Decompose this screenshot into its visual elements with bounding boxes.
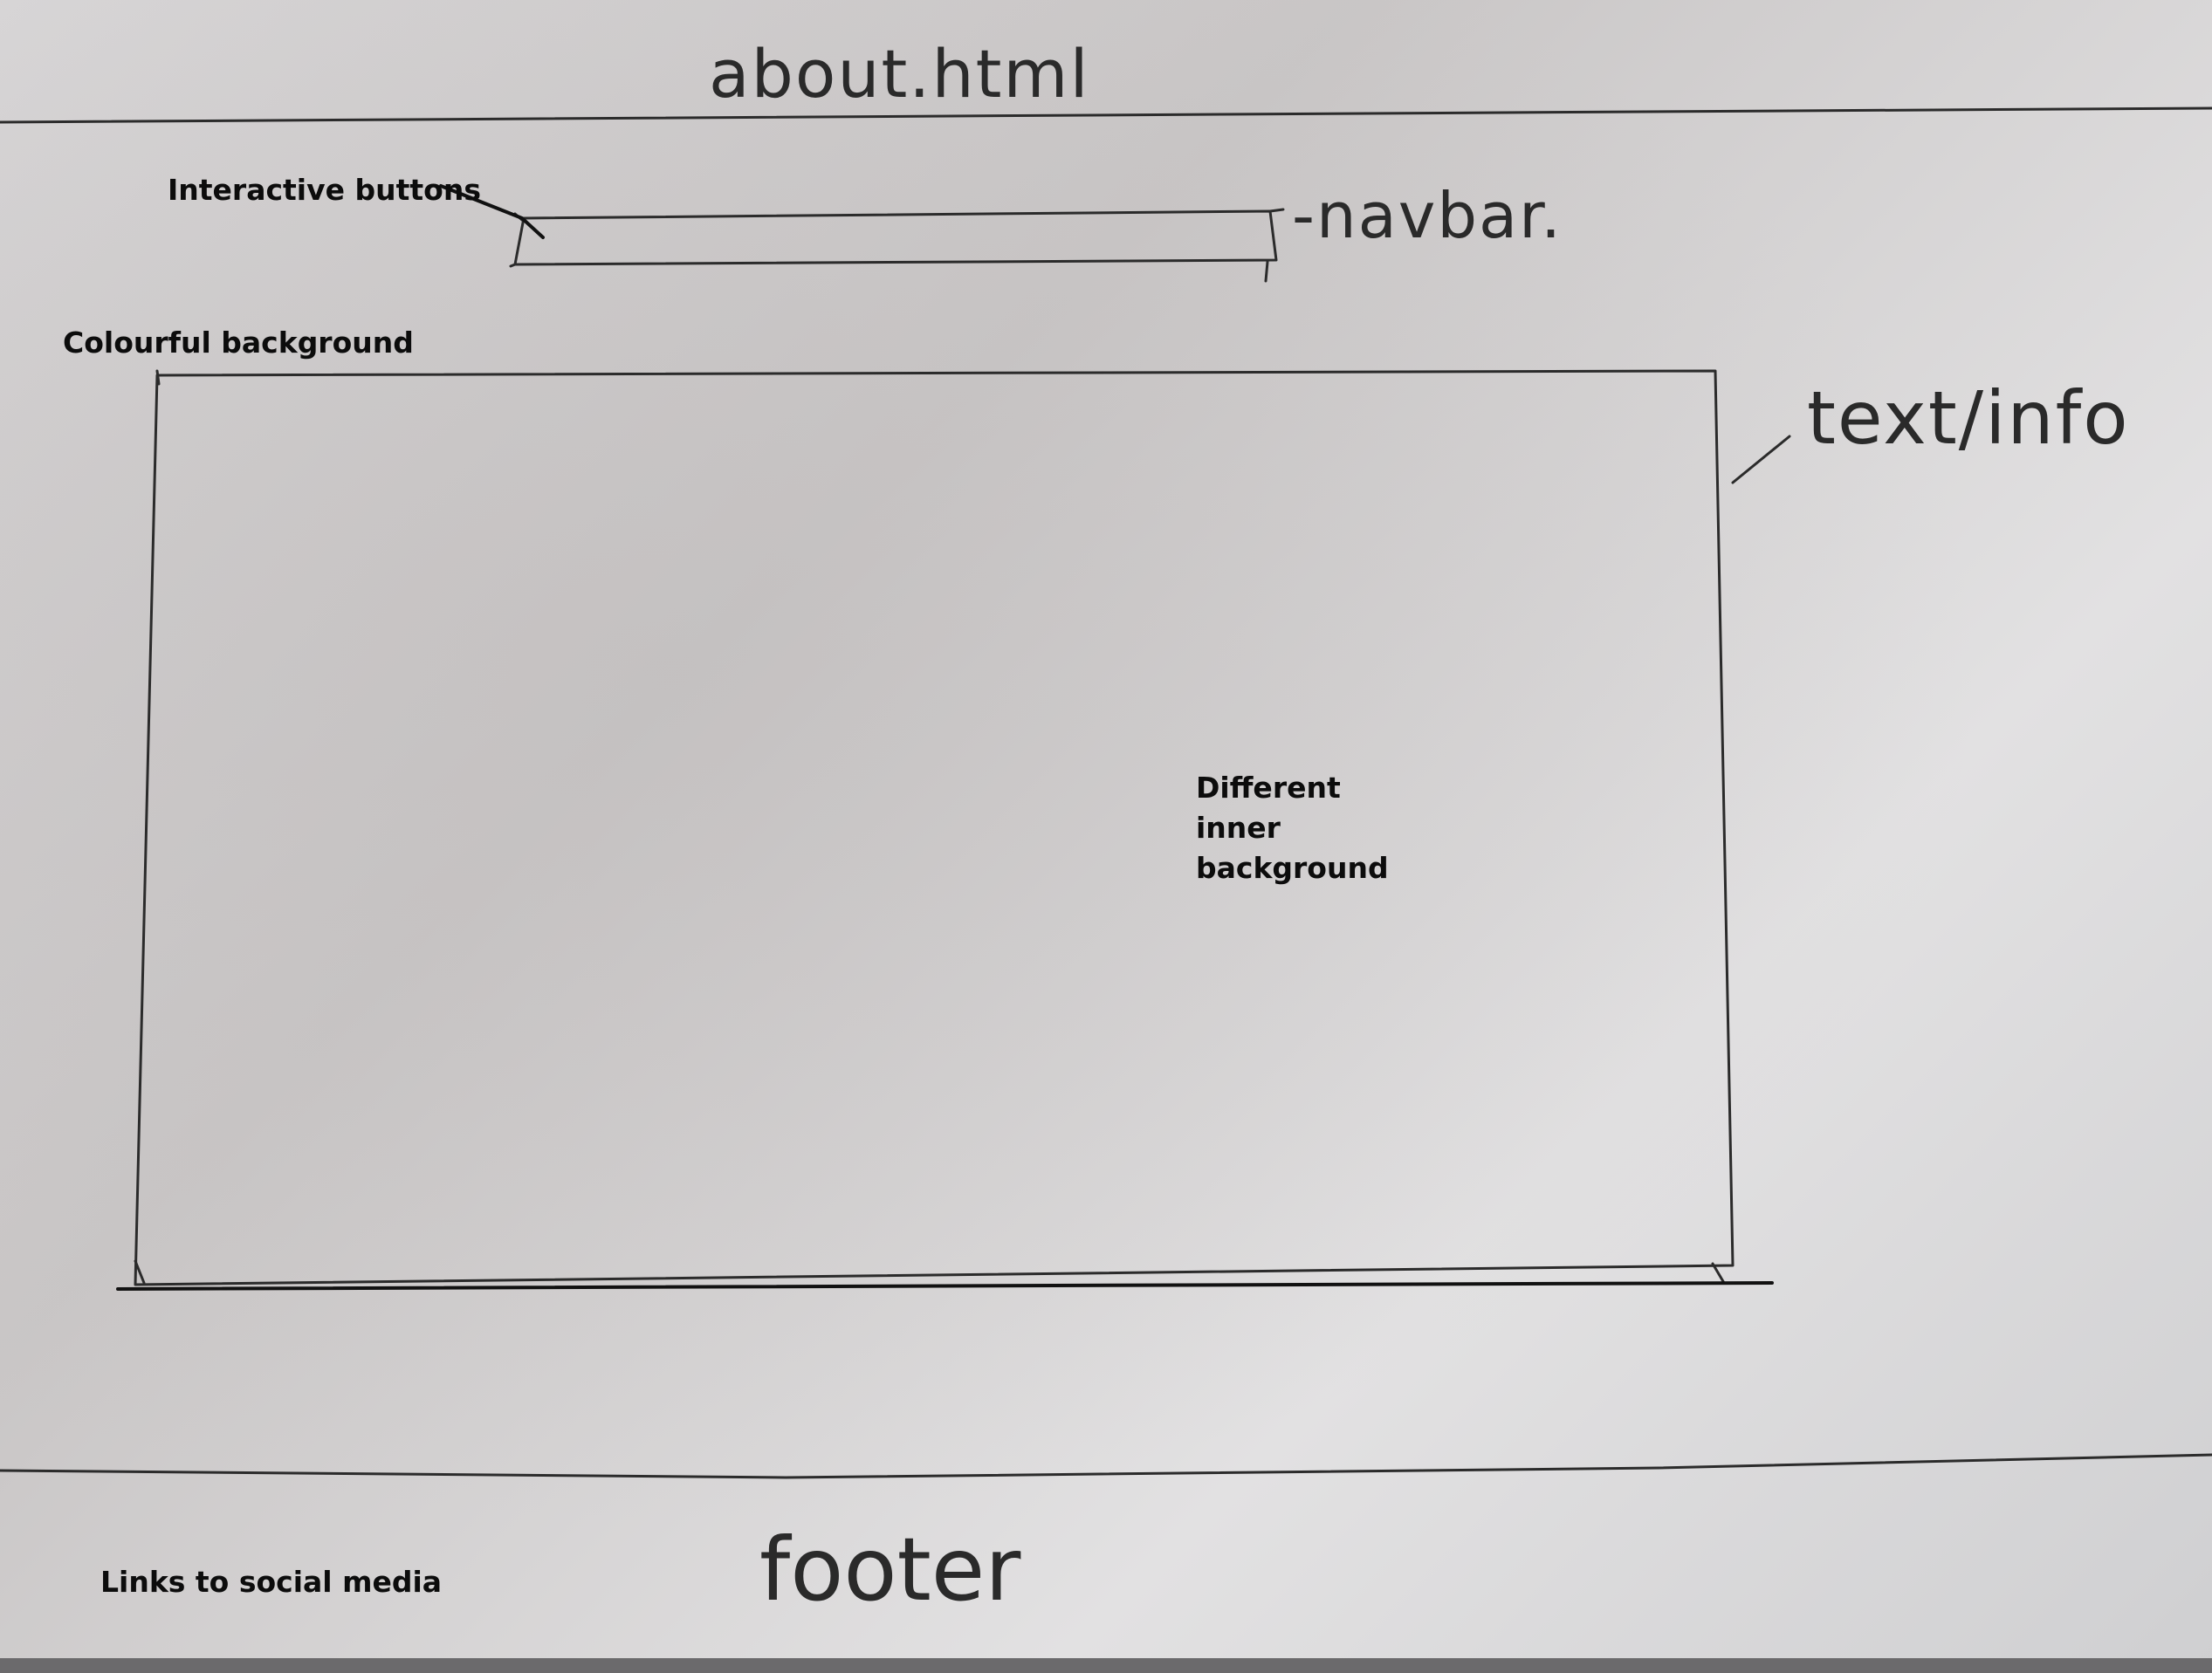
interactive-buttons-note: Interactive buttons [168,173,481,207]
photo-edge-strip [0,1658,2212,1673]
page-title: about.html [709,35,1090,113]
inner-background-note: Different inner background [1196,771,1389,885]
social-links-note: Links to social media [100,1565,443,1599]
content-box-bottom-line [116,1281,1774,1291]
footer-divider [0,1453,2212,1479]
navbar-end-tick [1264,208,1285,283]
header-divider [0,106,2212,124]
navbar-box [513,209,1278,266]
text-info-pointer [1731,435,1791,484]
content-box-corner-top [155,369,161,386]
colourful-background-note: Colourful background [63,326,414,360]
footer-annotation: footer [759,1519,1021,1621]
text-info-annotation: text/info [1807,375,2130,461]
content-box [134,369,1735,1286]
navbar-annotation: -navbar. [1292,179,1563,252]
content-box-corner-bottom [134,1259,1726,1285]
interactive-buttons-arrow [439,184,545,239]
